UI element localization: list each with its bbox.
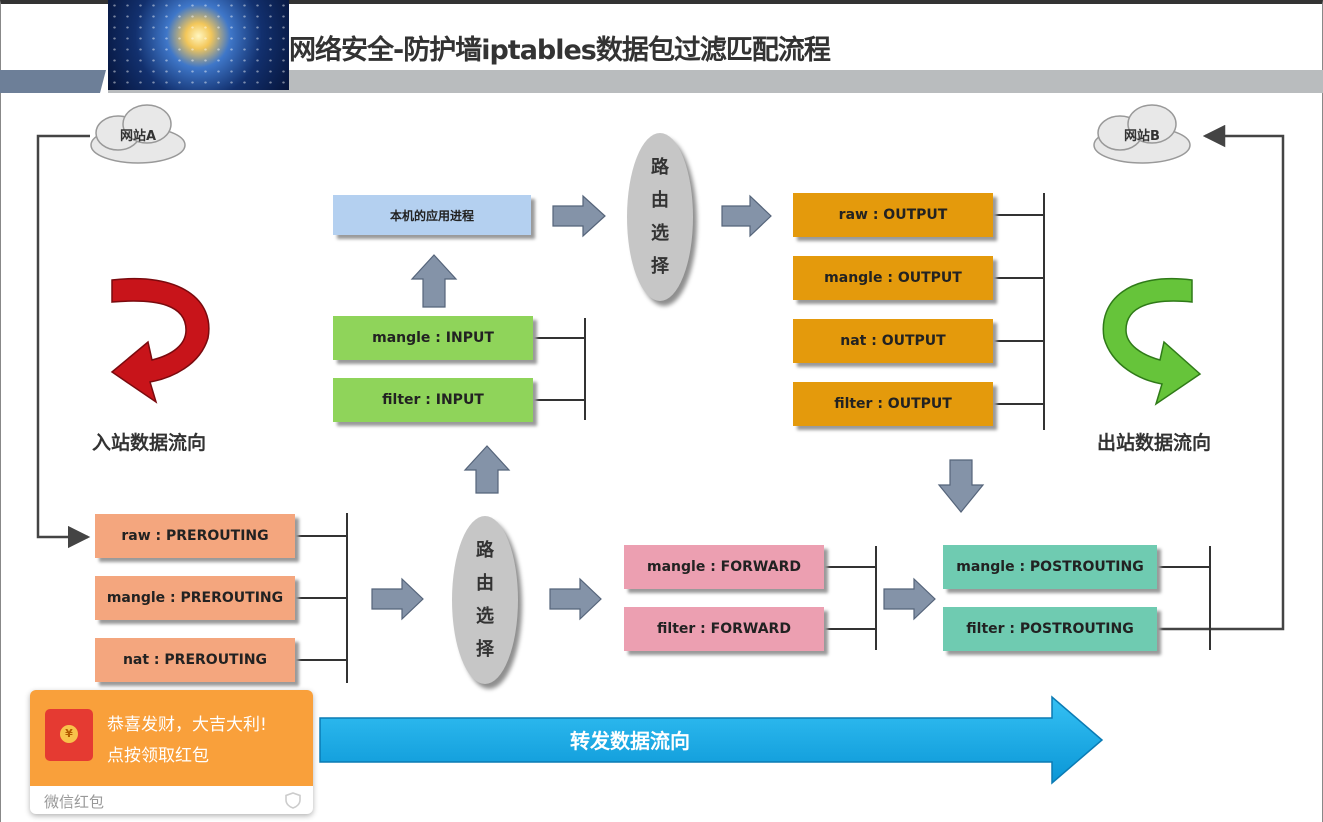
forward-mangle-box: mangle : FORWARD bbox=[624, 545, 824, 589]
input-mangle-box: mangle : INPUT bbox=[333, 316, 533, 360]
prerouting-raw-box: raw : PREROUTING bbox=[95, 514, 295, 558]
outbound-curve-arrow bbox=[1102, 277, 1202, 406]
forward-filter-box: filter : FORWARD bbox=[624, 607, 824, 651]
routing-char: 选 bbox=[651, 223, 669, 244]
output-bracket bbox=[993, 193, 1045, 430]
logo-image bbox=[108, 0, 289, 90]
prerouting-mangle-box: mangle : PREROUTING bbox=[95, 576, 295, 620]
arrow-forward-to-post bbox=[883, 577, 936, 621]
arrow-output-to-post bbox=[937, 459, 985, 513]
routing-decision-top: 路 由 选 择 bbox=[627, 133, 693, 301]
inbound-flow-label: 入站数据流向 bbox=[92, 432, 207, 454]
arrow-local-to-route bbox=[552, 194, 606, 238]
output-raw-box: raw : OUTPUT bbox=[793, 193, 993, 237]
inbound-curve-arrow bbox=[110, 278, 210, 404]
output-nat-box: nat : OUTPUT bbox=[793, 319, 993, 363]
postrouting-mangle-box: mangle : POSTROUTING bbox=[943, 545, 1157, 589]
routing-char: 路 bbox=[651, 157, 669, 178]
prerouting-bracket bbox=[296, 513, 348, 683]
input-filter-box: filter : INPUT bbox=[333, 378, 533, 422]
arrow-pre-to-route bbox=[371, 577, 424, 621]
arrow-route-to-output bbox=[721, 194, 772, 238]
routing-char: 由 bbox=[476, 573, 494, 594]
local-process-box: 本机的应用进程 bbox=[333, 195, 531, 235]
output-filter-box: filter : OUTPUT bbox=[793, 382, 993, 426]
cloud-label-site-b: 网站B bbox=[1124, 129, 1160, 144]
forward-big-arrow bbox=[319, 695, 1104, 785]
red-packet-cta[interactable]: 点按领取红包 bbox=[107, 746, 209, 766]
outbound-line bbox=[1158, 124, 1285, 631]
red-packet-greeting: 恭喜发财，大吉大利! bbox=[107, 715, 267, 735]
routing-decision-bottom: 路 由 选 择 bbox=[452, 516, 518, 684]
outbound-flow-label: 出站数据流向 bbox=[1097, 432, 1212, 454]
routing-char: 由 bbox=[651, 190, 669, 211]
forward-flow-label: 转发数据流向 bbox=[570, 729, 690, 753]
forward-bracket bbox=[825, 546, 877, 650]
inbound-line bbox=[36, 134, 91, 549]
coin-icon: ¥ bbox=[60, 725, 78, 743]
postrouting-bracket bbox=[1158, 546, 1211, 650]
block-arrows bbox=[371, 194, 985, 621]
header-bar bbox=[108, 70, 1323, 93]
header-bar-left bbox=[0, 70, 106, 93]
shield-icon bbox=[285, 792, 301, 809]
red-packet-icon: ¥ bbox=[45, 709, 93, 761]
routing-char: 路 bbox=[476, 540, 494, 561]
prerouting-nat-box: nat : PREROUTING bbox=[95, 638, 295, 682]
output-mangle-box: mangle : OUTPUT bbox=[793, 256, 993, 300]
routing-char: 选 bbox=[476, 606, 494, 627]
routing-char: 择 bbox=[651, 256, 669, 277]
cloud-site-a bbox=[90, 104, 186, 164]
input-bracket bbox=[533, 318, 586, 420]
cloud-label-site-a: 网站A bbox=[119, 129, 157, 144]
red-packet-header[interactable]: ¥ 恭喜发财，大吉大利! 点按领取红包 bbox=[30, 690, 313, 786]
arrow-route-to-forward bbox=[549, 577, 602, 621]
red-packet-footer: 微信红包 bbox=[44, 793, 105, 811]
cloud-site-b bbox=[1093, 104, 1191, 164]
routing-char: 择 bbox=[476, 639, 494, 660]
arrow-input-to-local bbox=[410, 254, 458, 308]
red-packet-card[interactable]: ¥ 恭喜发财，大吉大利! 点按领取红包 微信红包 bbox=[30, 690, 313, 814]
arrow-route-to-input bbox=[463, 445, 511, 494]
page-title: 网络安全-防护墙iptables数据包过滤匹配流程 bbox=[289, 35, 831, 66]
postrouting-filter-box: filter : POSTROUTING bbox=[943, 607, 1157, 651]
